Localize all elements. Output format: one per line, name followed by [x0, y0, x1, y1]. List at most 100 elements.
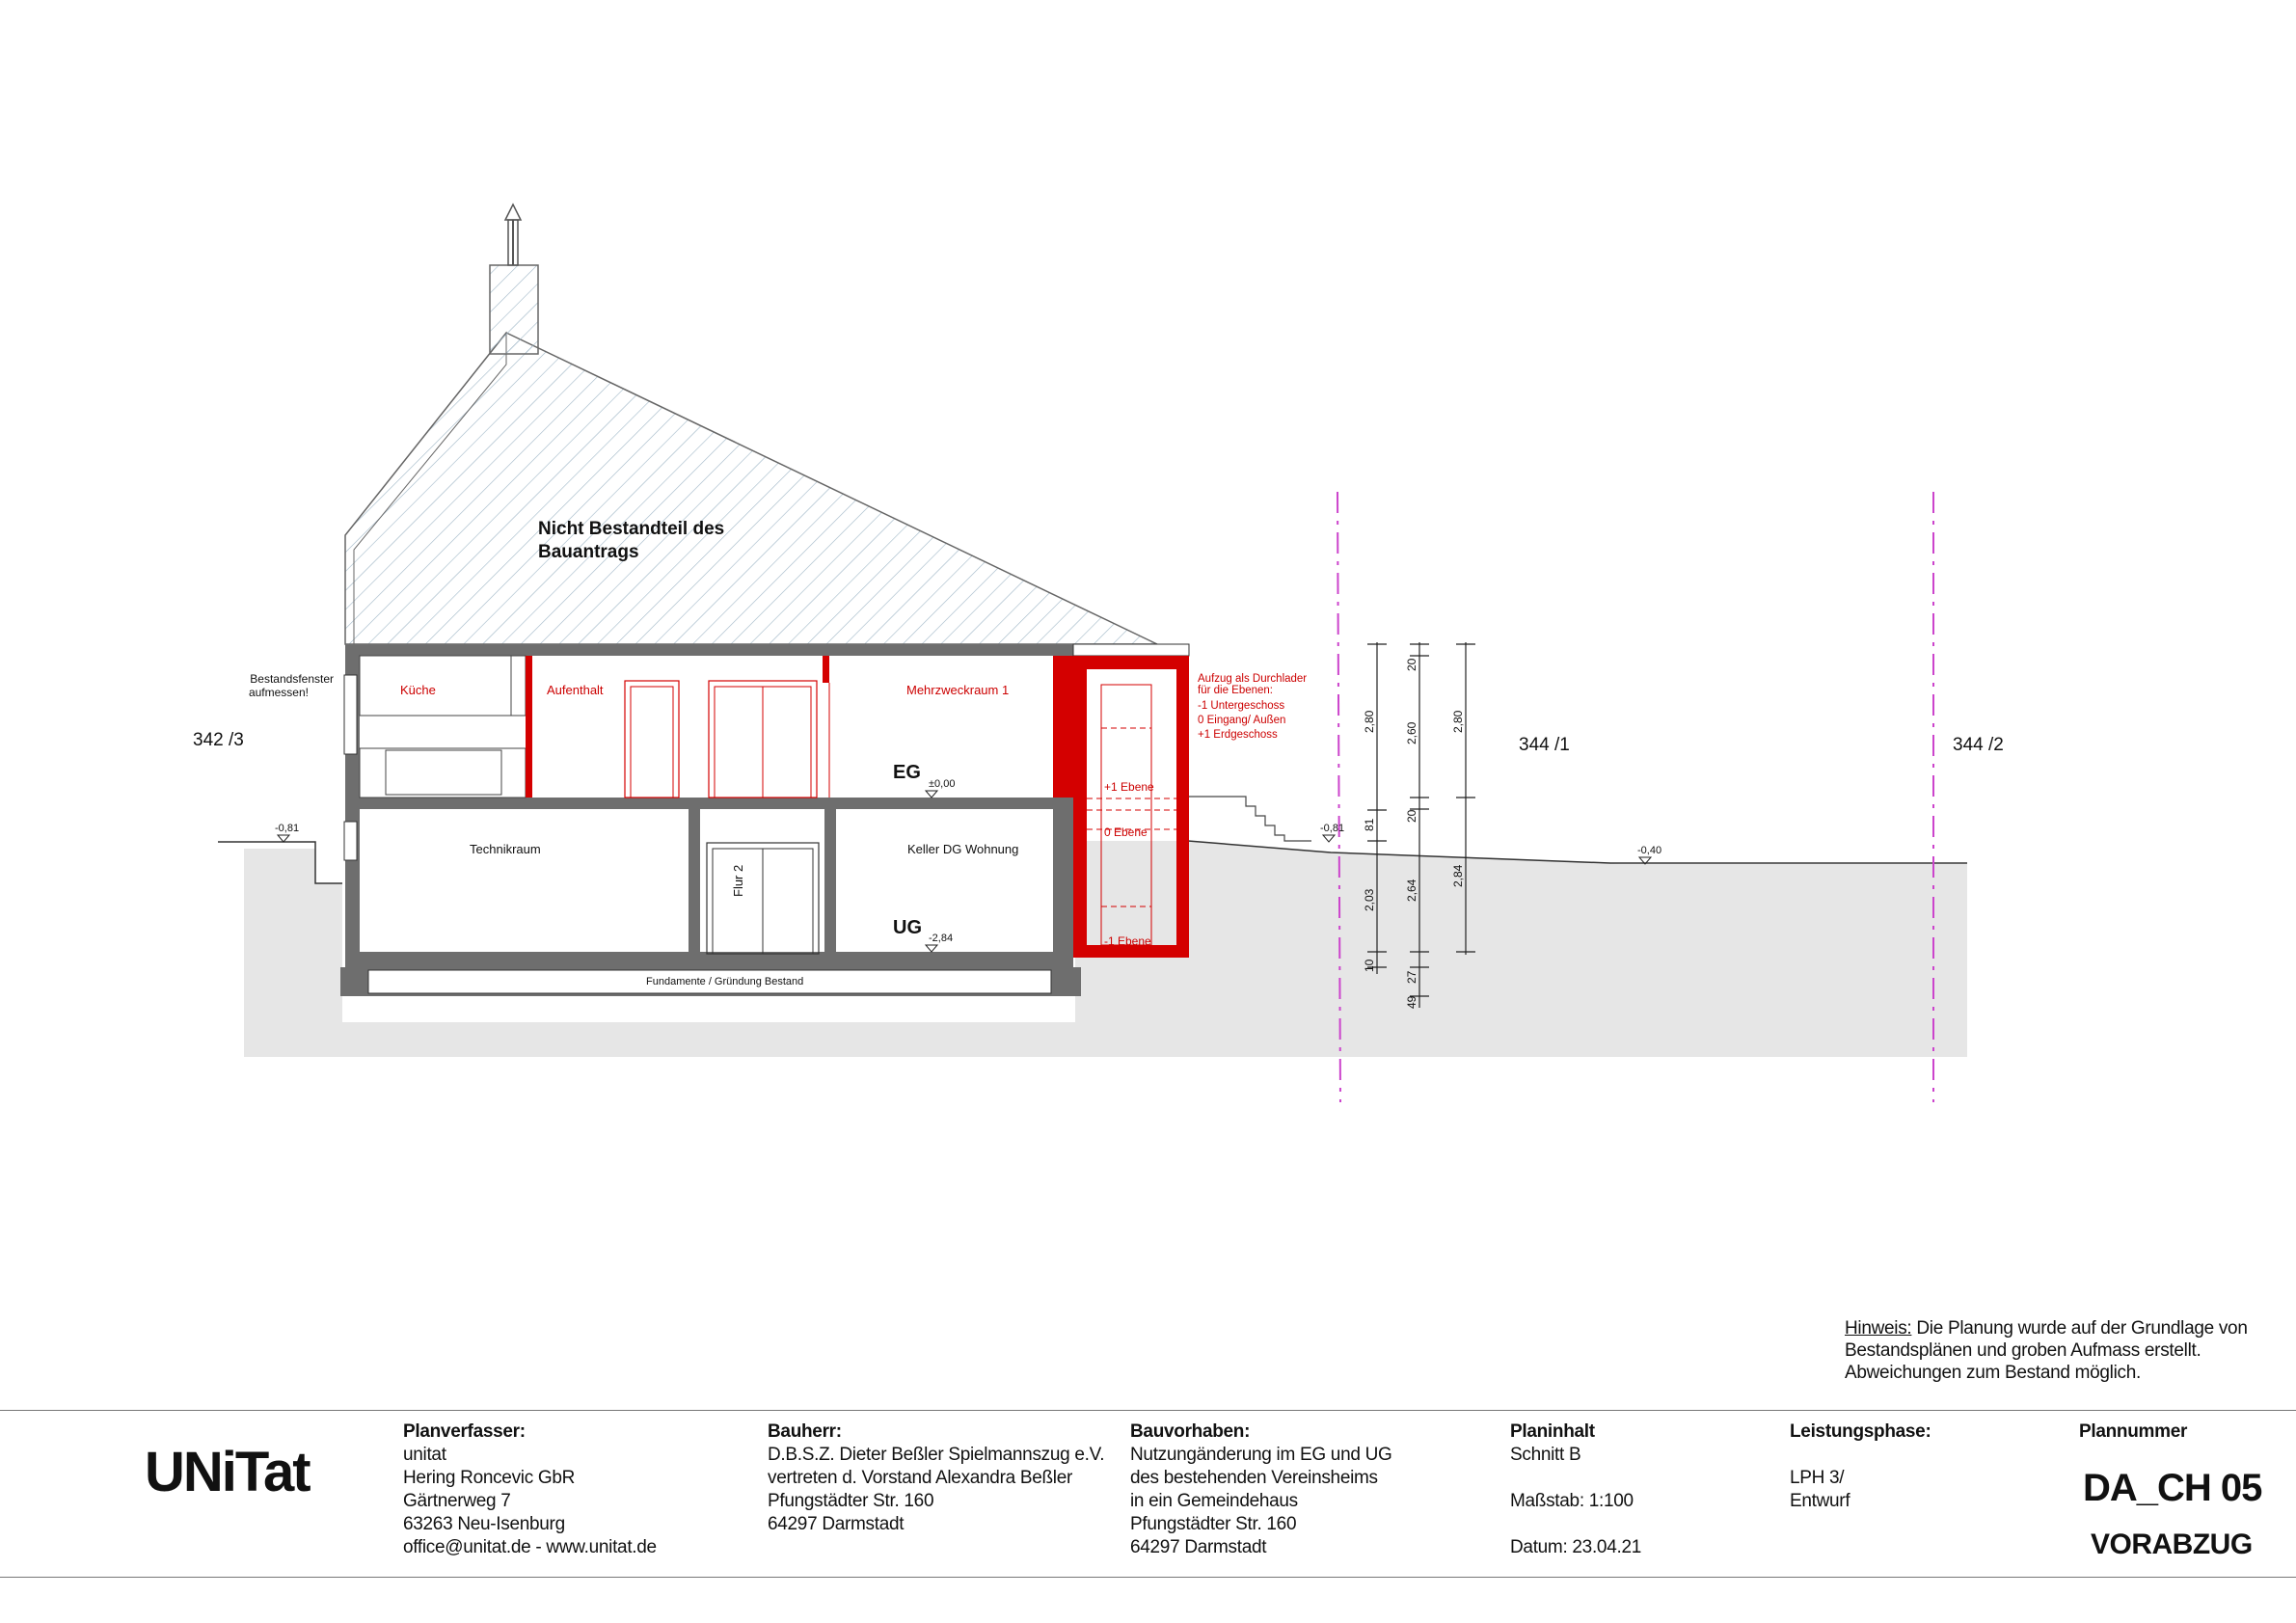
floor-label-ug: UG — [893, 917, 922, 938]
chimney — [489, 264, 539, 355]
new-wall-aufenthalt — [823, 656, 829, 683]
lift-level-minus1: -1 Ebene — [1104, 934, 1151, 948]
lift-shaft-wall-left — [1073, 656, 1087, 958]
hint-line3: Abweichungen zum Bestand möglich. — [1845, 1363, 2141, 1383]
eg-slab — [345, 798, 1073, 809]
dim-2c: 20 — [1405, 809, 1418, 823]
leistungsphase-line: LPH 3/ — [1790, 1468, 1845, 1488]
bauherr-heading: Bauherr: — [768, 1421, 842, 1442]
lift-shaft-wall-right — [1176, 656, 1189, 958]
planverfasser-line: Hering Roncevic GbR — [403, 1468, 576, 1488]
bauvorhaben-block: Bauvorhaben: Nutzungänderung im EG und U… — [1130, 1420, 1392, 1559]
planinhalt-block: Planinhalt Schnitt B Maßstab: 1:100 Datu… — [1510, 1420, 1641, 1559]
terrain-line-right — [1187, 840, 1967, 864]
planinhalt-datum: Datum: 23.04.21 — [1510, 1537, 1641, 1557]
plannummer-heading: Plannummer — [2079, 1421, 2188, 1442]
leistungsphase-block: Leistungsphase: LPH 3/ Entwurf — [1790, 1420, 1931, 1513]
planinhalt-massstab: Maßstab: 1:100 — [1510, 1491, 1634, 1511]
bauvorhaben-line: des bestehenden Vereinsheims — [1130, 1468, 1378, 1488]
lift-note-5: +1 Erdgeschoss — [1198, 729, 1278, 741]
dim-2f: 27 — [1405, 970, 1418, 984]
hint-label: Hinweis: — [1845, 1318, 1912, 1339]
window-eg — [343, 674, 358, 755]
bauvorhaben-heading: Bauvorhaben: — [1130, 1421, 1251, 1442]
dim-2a: 20 — [1405, 658, 1418, 671]
planverfasser-line: Gärtnerweg 7 — [403, 1491, 511, 1511]
bauherr-line: vertreten d. Vorstand Alexandra Beßler — [768, 1468, 1073, 1488]
planverfasser-block: Planverfasser: unitat Hering Roncevic Gb… — [403, 1420, 657, 1559]
hint-line2: Bestandsplänen und groben Aufmass erstel… — [1845, 1340, 2201, 1361]
level-marker-left — [276, 834, 291, 843]
bauherr-block: Bauherr: D.B.S.Z. Dieter Beßler Spielman… — [768, 1420, 1105, 1536]
window-ug — [343, 821, 358, 861]
level-right-ground: -0,81 — [1320, 823, 1344, 834]
level-ug: -2,84 — [929, 933, 953, 944]
bauvorhaben-line: Pfungstädter Str. 160 — [1130, 1514, 1297, 1534]
plan-status: VORABZUG — [2091, 1528, 2253, 1560]
door-eg-1 — [624, 680, 680, 798]
plannummer-block: Plannummer — [2079, 1420, 2187, 1444]
title-block: UNiTat Planverfasser: unitat Hering Ronc… — [0, 1410, 2296, 1578]
bauherr-line: Pfungstädter Str. 160 — [768, 1491, 934, 1511]
bauvorhaben-line: in ein Gemeindehaus — [1130, 1491, 1298, 1511]
dim-1c: 2,03 — [1363, 888, 1376, 911]
level-marker-far — [1637, 856, 1653, 865]
dim-3b: 2,84 — [1451, 864, 1465, 887]
dim-2d: 2,64 — [1405, 879, 1418, 902]
level-left-ground: -0,81 — [275, 823, 299, 834]
planverfasser-contact[interactable]: office@unitat.de - www.unitat.de — [403, 1537, 657, 1557]
lift-level-plus1: +1 Ebene — [1104, 780, 1154, 794]
foundation-label: Fundamente / Gründung Bestand — [646, 976, 803, 987]
leistungsphase-line: Entwurf — [1790, 1491, 1850, 1511]
ug-slab — [345, 952, 1073, 967]
dim-1a: 2,80 — [1363, 710, 1376, 733]
kitchen-counter — [359, 747, 527, 798]
bauvorhaben-line: 64297 Darmstadt — [1130, 1537, 1267, 1557]
terrain-line — [218, 841, 342, 884]
bauherr-line: 64297 Darmstadt — [768, 1514, 905, 1534]
roof-hatched — [344, 332, 1158, 645]
planverfasser-line: unitat — [403, 1445, 446, 1465]
dim-2e: 49 — [1405, 995, 1418, 1009]
dimension-texts: 2,80 81 2,03 10 20 2,60 20 2,64 49 27 2,… — [1363, 658, 1465, 1009]
lift-level-zero: 0 Ebene — [1104, 825, 1148, 839]
hint-note: Hinweis: Die Planung wurde auf der Grund… — [1845, 1317, 2250, 1384]
new-wall-right — [1053, 656, 1073, 798]
lift-shaft-slab-top — [1073, 656, 1189, 669]
dim-3a: 2,80 — [1451, 710, 1465, 733]
parcel-right: 344 /2 — [1953, 735, 2004, 755]
lift-shaft-top — [1072, 643, 1190, 657]
lift-note-3: -1 Untergeschoss — [1198, 700, 1284, 712]
level-eg: ±0,00 — [929, 778, 955, 790]
dimension-chains — [1367, 642, 1475, 1008]
planverfasser-line: 63263 Neu-Isenburg — [403, 1514, 565, 1534]
level-marker-eg — [924, 790, 939, 798]
lift-note-1: Aufzug als Durchlader — [1198, 673, 1307, 685]
lift-cabin — [1100, 684, 1152, 946]
chimney-cap — [503, 203, 523, 221]
level-marker-ug — [924, 944, 939, 953]
lift-shaft-slab-bottom — [1073, 945, 1189, 958]
unitat-logo: UNiTat — [145, 1441, 311, 1503]
parcel-mid: 344 /1 — [1519, 735, 1570, 755]
hint-text-first: Die Planung wurde auf der Grundlage von — [1911, 1318, 2248, 1339]
roof-slab — [345, 644, 1073, 656]
property-line-left — [1337, 491, 1341, 1103]
room-mehrzweckraum: Mehrzweckraum 1 — [906, 683, 1009, 697]
lift-note-4: 0 Eingang/ Außen — [1198, 715, 1285, 726]
planverfasser-heading: Planverfasser: — [403, 1421, 526, 1442]
level-marker-right — [1321, 834, 1337, 843]
dim-2b: 2,60 — [1405, 721, 1418, 744]
roof-note-line1: Nicht Bestandteil des — [538, 519, 724, 539]
inner-wall-ug-2 — [824, 809, 836, 954]
window-note-line1: Bestandsfenster — [250, 672, 334, 686]
bauherr-line: D.B.S.Z. Dieter Beßler Spielmannszug e.V… — [768, 1445, 1105, 1465]
room-aufenthalt: Aufenthalt — [547, 683, 604, 697]
leistungsphase-heading: Leistungsphase: — [1790, 1421, 1931, 1442]
floor-label-eg: EG — [893, 762, 921, 783]
plannummer-value: DA_CH 05 — [2083, 1467, 2262, 1509]
planinhalt-content: Schnitt B — [1510, 1445, 1581, 1465]
dim-1d: 10 — [1363, 959, 1376, 972]
window-note-line2: aufmessen! — [249, 686, 309, 699]
